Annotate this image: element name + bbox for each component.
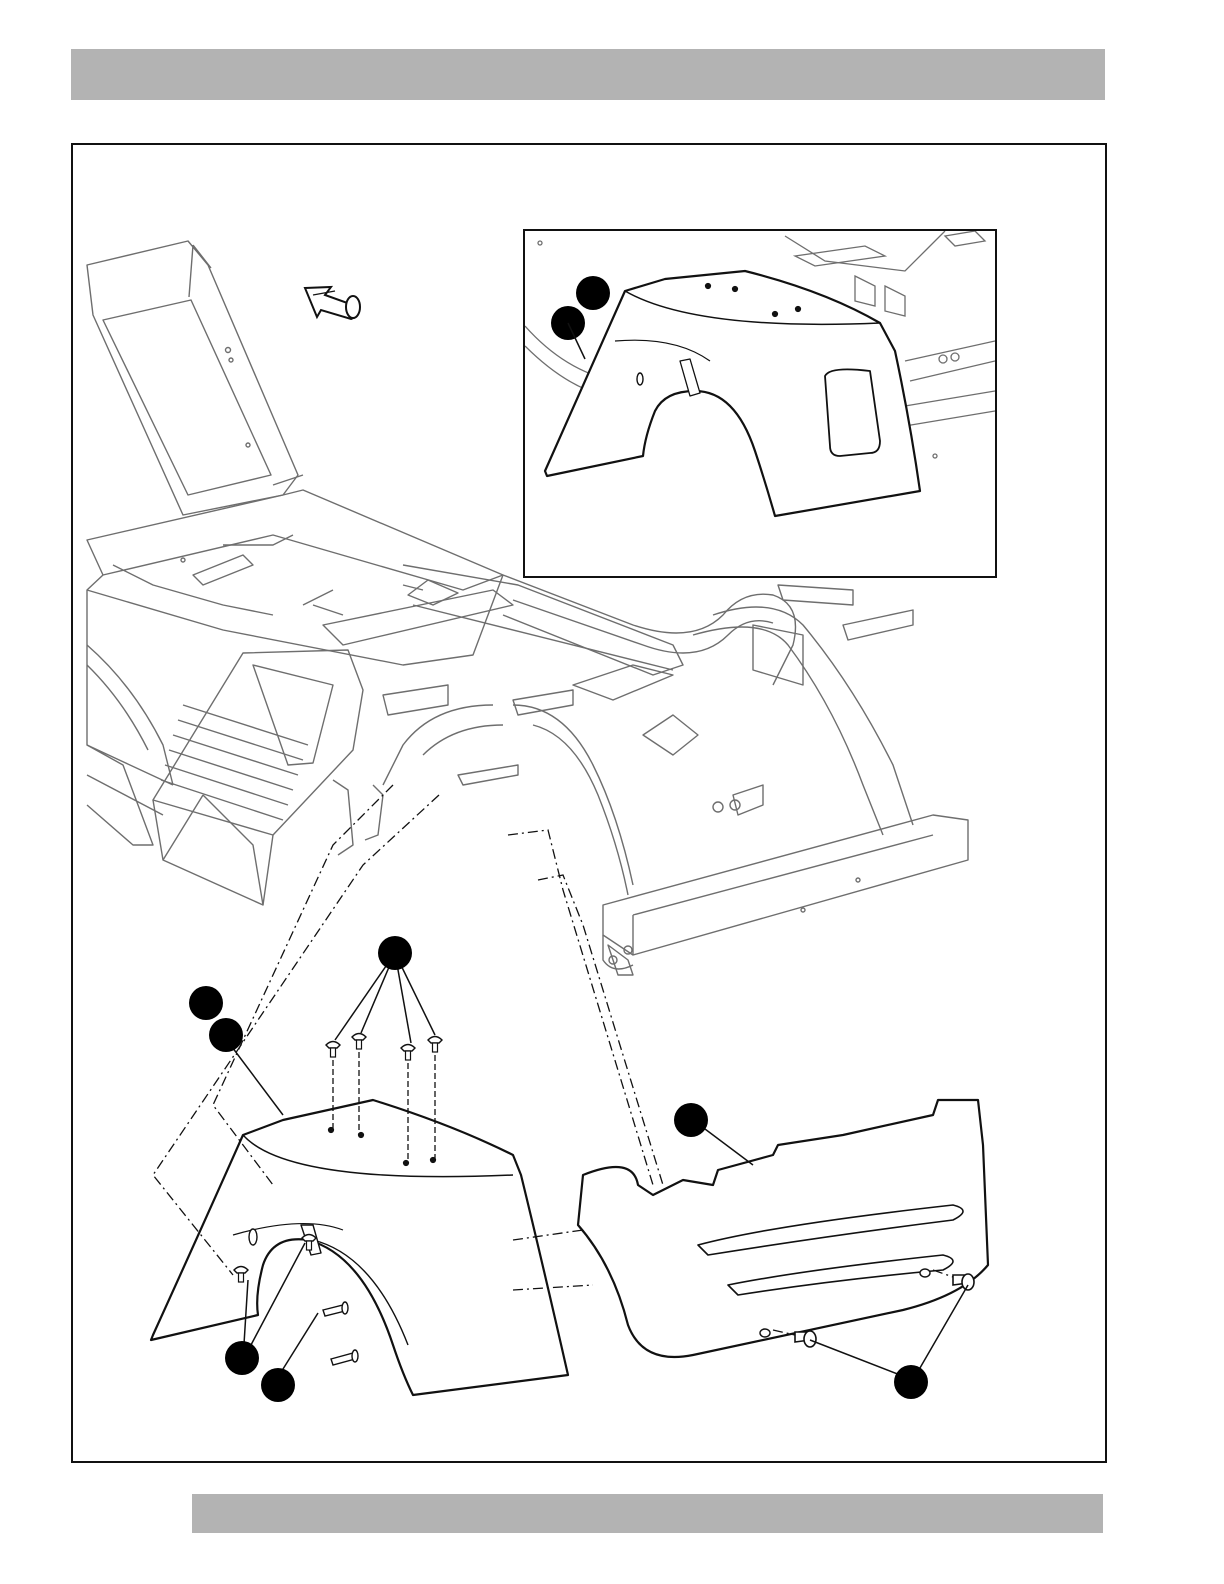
callout-dot-icon — [209, 1018, 243, 1052]
inset-detail — [523, 229, 997, 578]
callout-dot-icon — [261, 1368, 295, 1402]
callout-dot-icon — [378, 936, 412, 970]
callout-dot-icon — [674, 1103, 708, 1137]
footer-band — [192, 1494, 1103, 1533]
side-fasteners — [323, 1302, 358, 1365]
callout-dot-icon — [576, 276, 610, 310]
callout-dot-icon — [225, 1341, 259, 1375]
callout-dot-icon — [189, 986, 223, 1020]
forward-arrow-icon — [305, 287, 360, 319]
header-band — [71, 49, 1105, 100]
rear-left-fender — [151, 1100, 568, 1395]
callout-dot-icon — [894, 1365, 928, 1399]
inset-fender-view — [525, 231, 995, 576]
figure-frame — [71, 143, 1107, 1463]
